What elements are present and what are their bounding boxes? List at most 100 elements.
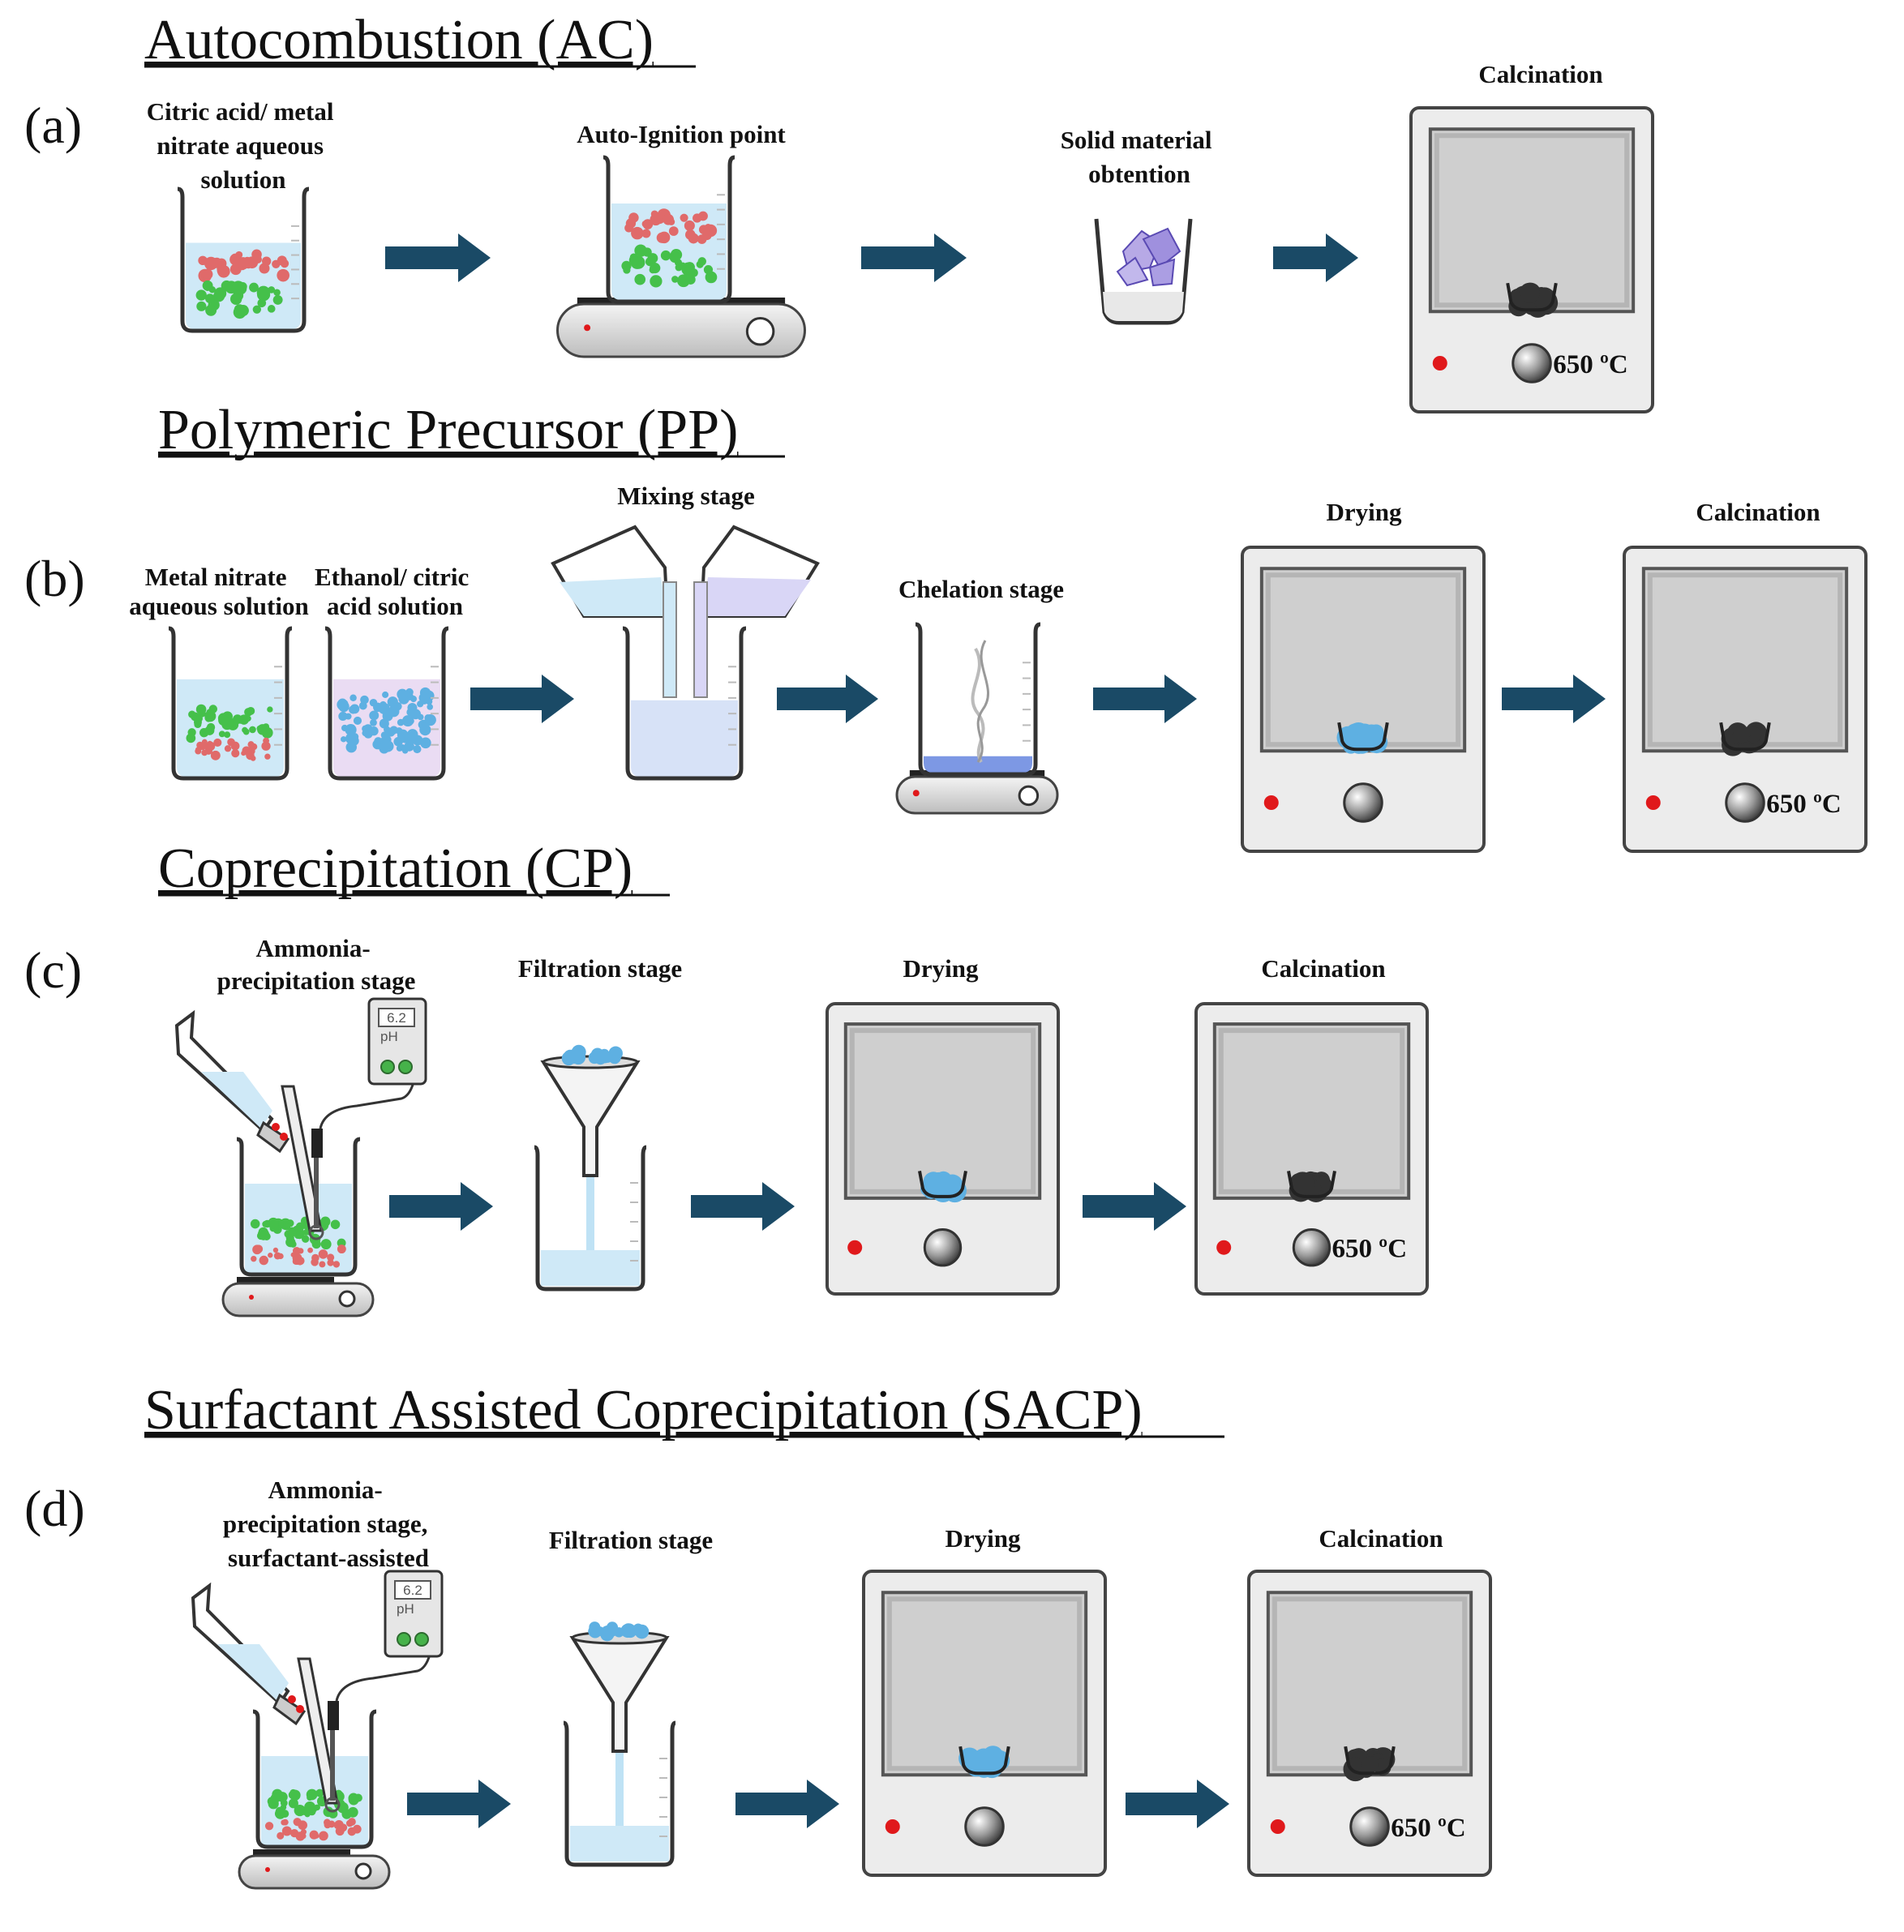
label-calcination: Calcination xyxy=(1319,1524,1443,1553)
section-letter: (c) xyxy=(24,941,82,999)
hotplate xyxy=(238,1849,391,1890)
dried-powder-icon xyxy=(920,1171,967,1203)
temperature-label: 650 ºC xyxy=(1332,1235,1407,1264)
temperature-knob-icon xyxy=(964,1806,1005,1847)
vapor-icon xyxy=(971,640,989,764)
label-precipitation: Ammonia- precipitation stage, surfactant… xyxy=(223,1476,434,1572)
ph-meter-icon: 6.2 pH xyxy=(367,997,427,1086)
arrow-icon xyxy=(735,1780,839,1828)
indicator-light-icon xyxy=(1432,356,1447,371)
arrow-icon xyxy=(1273,233,1358,282)
section-sacp: Surfactant Assisted Coprecipitation (SAC… xyxy=(24,1379,1492,1890)
beaker-precipitation xyxy=(236,1137,361,1277)
oven-calcination: 650 ºC xyxy=(1409,106,1654,413)
temperature-knob-icon xyxy=(1512,343,1552,383)
section-letter: (d) xyxy=(24,1480,85,1537)
label-filtration: Filtration stage xyxy=(518,954,682,983)
calcined-powder-icon xyxy=(1721,722,1768,756)
label-chelation: Chelation stage xyxy=(898,575,1064,603)
arrow-icon xyxy=(1093,675,1197,723)
section-ac: Autocombustion (AC) (a) Citric acid/ met… xyxy=(24,9,1654,413)
indicator-light-icon xyxy=(1270,1819,1285,1834)
label-ethanol: Ethanol/ citric acid solution xyxy=(315,563,475,620)
ph-probe-icon xyxy=(281,1082,415,1240)
section-letter: (a) xyxy=(24,96,82,154)
label-ignition: Auto-Ignition point xyxy=(577,120,786,148)
ph-reading: 6.2 xyxy=(387,1010,406,1026)
arrow-icon xyxy=(1083,1182,1186,1231)
temperature-label: 650 ºC xyxy=(1766,790,1841,819)
arrow-icon xyxy=(385,233,491,282)
label-drying: Drying xyxy=(1327,498,1403,526)
beaker-mixing xyxy=(622,626,747,781)
oven-drying xyxy=(862,1570,1107,1877)
label-solution: Citric acid/ metal nitrate aqueous solut… xyxy=(147,97,340,194)
oven-calcination: 650 ºC xyxy=(1194,1002,1429,1296)
label-filtration: Filtration stage xyxy=(549,1526,713,1554)
indicator-light-icon xyxy=(885,1819,900,1834)
label-calcination: Calcination xyxy=(1261,954,1385,983)
mixing-vessels-icon xyxy=(551,525,820,698)
temperature-label: 650 ºC xyxy=(1391,1814,1465,1843)
arrow-icon xyxy=(691,1182,795,1231)
filtration-setup-icon xyxy=(534,1044,647,1292)
section-title: Polymeric Precursor (PP) xyxy=(158,399,738,461)
section-title: Surfactant Assisted Coprecipitation (SAC… xyxy=(144,1379,1143,1442)
beaker-precipitation xyxy=(252,1709,377,1849)
label-drying: Drying xyxy=(946,1524,1022,1553)
temperature-knob-icon xyxy=(1343,782,1383,823)
label-drying: Drying xyxy=(903,954,980,983)
hotplate xyxy=(221,1277,375,1317)
arrow-icon xyxy=(389,1182,493,1231)
section-cp: Coprecipitation (CP) (c) Ammonia- precip… xyxy=(24,837,1429,1317)
precipitation-setup-icon: 6.2 pH xyxy=(174,997,427,1317)
section-letter: (b) xyxy=(24,550,85,607)
arrow-icon xyxy=(1502,675,1606,723)
arrow-icon xyxy=(470,675,574,723)
oven-calcination: 650 ºC xyxy=(1247,1570,1492,1877)
dropping-funnel-icon xyxy=(191,1582,307,1726)
oven-drying xyxy=(825,1002,1060,1296)
calcined-powder-icon xyxy=(1508,282,1559,318)
beaker-chelation xyxy=(915,622,1041,777)
beaker-ethanol xyxy=(324,626,449,781)
indicator-light-icon xyxy=(847,1240,863,1255)
label-mixing: Mixing stage xyxy=(617,482,755,510)
temperature-knob-icon xyxy=(923,1228,963,1267)
label-solid: Solid material obtention xyxy=(1061,126,1219,188)
filtration-setup-icon xyxy=(563,1621,676,1867)
label-metal-nitrate: Metal nitrate aqueous solution xyxy=(129,563,308,620)
beaker-ignition xyxy=(603,155,735,304)
indicator-light-icon xyxy=(1645,795,1661,810)
ph-reading: 6.2 xyxy=(403,1583,422,1598)
ph-unit: pH xyxy=(380,1029,398,1044)
temperature-knob-icon xyxy=(1725,782,1765,823)
beaker-metal-nitrate xyxy=(168,626,293,781)
oven-calcination: 650 ºC xyxy=(1623,546,1868,853)
beaker-solution xyxy=(177,186,310,333)
indicator-light-icon xyxy=(1263,795,1279,810)
oven-drying xyxy=(1241,546,1486,853)
label-calcination: Calcination xyxy=(1696,498,1820,526)
indicator-light-icon xyxy=(1216,1240,1232,1255)
arrow-icon xyxy=(1126,1780,1229,1828)
section-title: Autocombustion (AC) xyxy=(144,9,654,71)
label-calcination: Calcination xyxy=(1478,60,1602,88)
temperature-knob-icon xyxy=(1349,1806,1390,1847)
temperature-knob-icon xyxy=(1292,1228,1332,1267)
ph-unit: pH xyxy=(397,1601,414,1617)
dropping-funnel-icon xyxy=(174,1009,290,1154)
arrow-icon xyxy=(861,233,967,282)
crucible-crystals-icon xyxy=(1094,218,1193,325)
temperature-label: 650 ºC xyxy=(1553,350,1627,379)
hotplate xyxy=(895,770,1059,815)
section-pp: Polymeric Precursor (PP) (b) Metal nitra… xyxy=(24,399,1868,853)
precipitation-setup-icon: 6.2 pH xyxy=(191,1570,444,1890)
label-precipitation: Ammonia- precipitation stage xyxy=(217,934,416,995)
hotplate xyxy=(556,298,806,358)
ph-probe-icon xyxy=(297,1654,431,1813)
arrow-icon xyxy=(777,675,878,723)
section-title: Coprecipitation (CP) xyxy=(158,837,633,900)
ph-meter-icon: 6.2 pH xyxy=(384,1570,444,1658)
